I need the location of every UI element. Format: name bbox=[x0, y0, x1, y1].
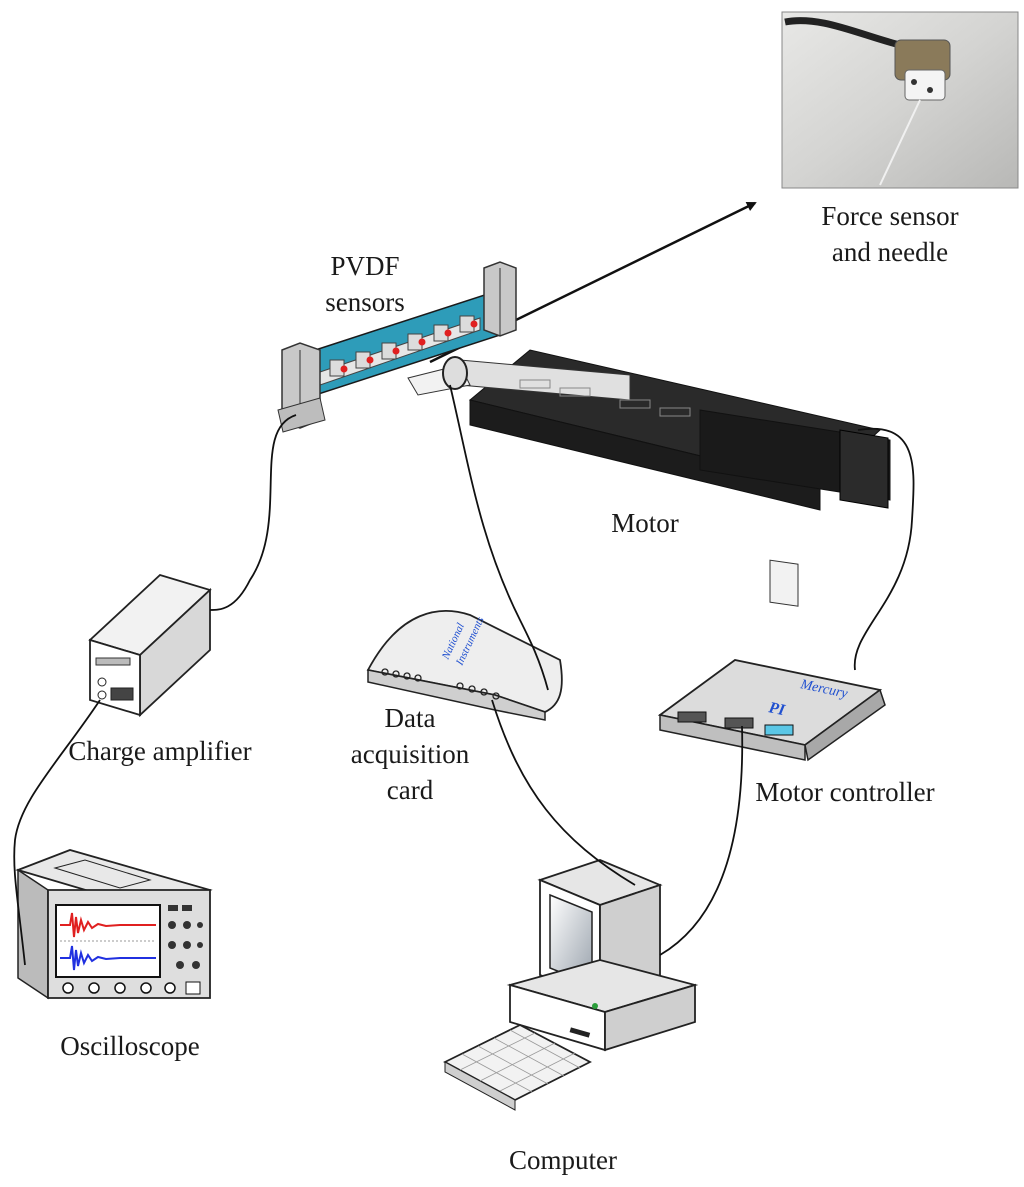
cable-amplifier-to-scope bbox=[13, 699, 101, 966]
label-computer: Computer bbox=[509, 1145, 617, 1175]
label-motor-controller: Motor controller bbox=[755, 777, 935, 807]
cable-controller-to-computer bbox=[659, 725, 744, 956]
daq-card: National Instruments bbox=[366, 610, 563, 721]
motor-coupling bbox=[769, 559, 799, 607]
motor-controller: Mercury PI bbox=[657, 659, 886, 762]
cable-daq-to-computer bbox=[491, 699, 636, 886]
cable-motor-to-controller bbox=[853, 427, 915, 671]
label-force-sensor: Force sensor and needle bbox=[821, 201, 959, 267]
cable-sensor-to-daq bbox=[449, 384, 549, 691]
motor-stage bbox=[407, 349, 891, 607]
cable-pvdf-to-amplifier bbox=[209, 414, 297, 611]
computer bbox=[443, 859, 699, 1111]
label-pvdf-sensors: PVDF sensors bbox=[325, 251, 405, 317]
force-sensor-mount bbox=[442, 356, 468, 390]
oscilloscope bbox=[15, 849, 213, 1000]
charge-amplifier bbox=[88, 573, 212, 718]
pvdf-sensor-rail bbox=[277, 261, 517, 433]
pvdf-dots bbox=[340, 320, 478, 373]
cables bbox=[13, 384, 915, 966]
label-motor: Motor bbox=[611, 508, 679, 538]
controller-logo: PI bbox=[766, 699, 787, 719]
controller-led-strip bbox=[764, 724, 794, 736]
label-charge-amplifier: Charge amplifier bbox=[68, 736, 252, 766]
force-sensor-photo bbox=[781, 11, 1019, 189]
label-oscilloscope: Oscilloscope bbox=[60, 1031, 200, 1061]
label-daq-card: Data acquisition card bbox=[350, 703, 470, 805]
